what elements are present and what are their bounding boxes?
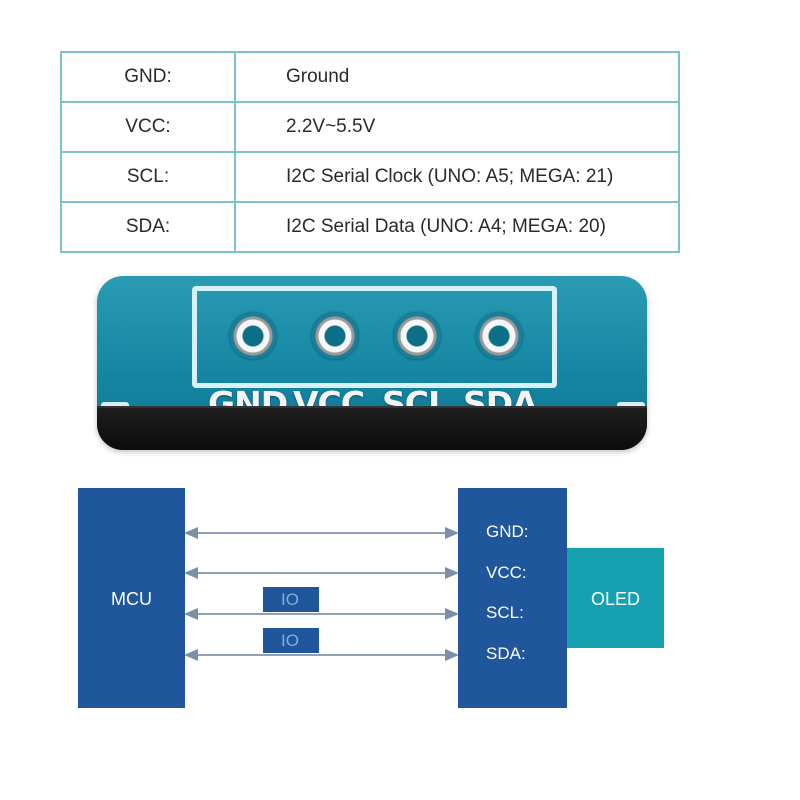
table-row: SDA: I2C Serial Data (UNO: A4; MEGA: 20) (60, 201, 680, 253)
pin-description-cell: I2C Serial Data (UNO: A4; MEGA: 20) (234, 201, 680, 253)
side-pin-vcc: VCC: (486, 563, 527, 582)
mcu-label: MCU (111, 589, 152, 609)
io-label: IO (281, 631, 299, 650)
pin-name-cell: VCC: (60, 101, 236, 153)
pin-hole-gnd (230, 313, 276, 359)
oled-pin-block: GND: VCC: SCL: SDA: (458, 488, 567, 708)
side-pin-sda: SDA: (486, 644, 526, 663)
pin-description-cell: 2.2V~5.5V (234, 101, 680, 153)
oled-label: OLED (590, 589, 641, 609)
pin-description-cell: Ground (234, 51, 680, 103)
pin-description-table: GND: Ground VCC: 2.2V~5.5V SCL: I2C Seri… (60, 51, 680, 253)
board-edge (97, 406, 647, 450)
pin-hole-scl (394, 313, 440, 359)
table-row: GND: Ground (60, 51, 680, 103)
pin-name-cell: SDA: (60, 201, 236, 253)
side-pin-gnd: GND: (486, 522, 529, 541)
io-block-scl: IO (263, 587, 319, 612)
pin-description-cell: I2C Serial Clock (UNO: A5; MEGA: 21) (234, 151, 680, 203)
oled-module-board: GND VCC SCL SDA (97, 276, 647, 450)
pin-hole-vcc (312, 313, 358, 359)
table-row: VCC: 2.2V~5.5V (60, 101, 680, 153)
header-frame (192, 286, 557, 388)
mcu-block: MCU (78, 488, 185, 708)
io-block-sda: IO (263, 628, 319, 653)
oled-block: OLED (567, 548, 664, 648)
io-label: IO (281, 590, 299, 609)
pin-name-cell: GND: (60, 51, 236, 103)
table-row: SCL: I2C Serial Clock (UNO: A5; MEGA: 21… (60, 151, 680, 203)
board-notch-left (101, 402, 129, 409)
board-notch-right (617, 402, 645, 409)
pin-name-cell: SCL: (60, 151, 236, 203)
pin-hole-sda (476, 313, 522, 359)
side-pin-scl: SCL: (486, 603, 524, 622)
